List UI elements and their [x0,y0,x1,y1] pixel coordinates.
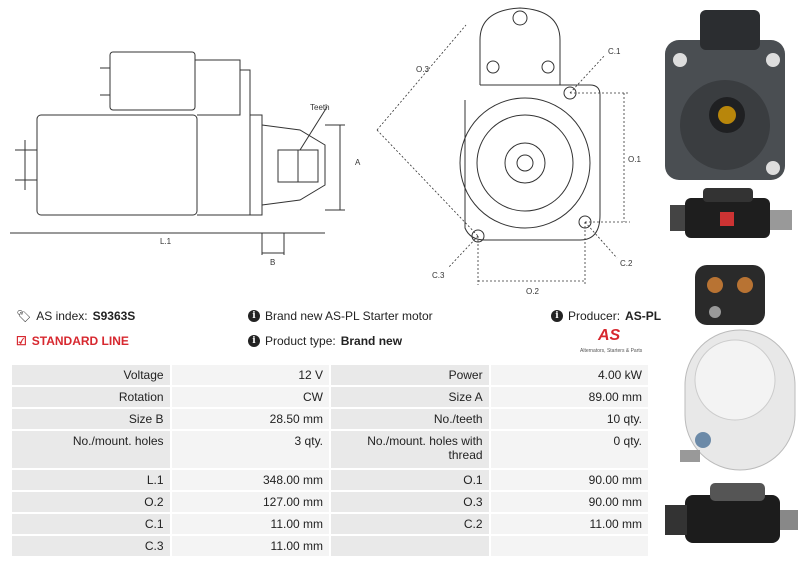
checkbox-icon: ☑ [16,334,27,348]
table-row: Rotation CW Size A 89.00 mm [12,387,648,407]
spec-label: Size B [12,409,170,429]
spec-value: 28.50 mm [171,409,330,429]
label-b: B [270,258,275,267]
info-icon: i [248,310,260,322]
label-l1: L.1 [160,237,172,246]
motor-body [36,114,198,216]
spec-label: Rotation [12,387,170,407]
info-icon: i [551,310,563,322]
spec-label: O.2 [12,492,170,512]
spec-value: 127.00 mm [171,492,330,512]
as-index-label: AS index: [36,309,88,323]
label-teeth: Teeth [310,103,330,112]
label-o2: O.2 [526,287,539,296]
label-o3: O.3 [416,65,429,74]
spec-label: C.1 [12,514,170,534]
spec-value: CW [171,387,330,407]
table-row: L.1 348.00 mm O.1 90.00 mm [12,470,648,490]
photo-front-view [665,10,785,180]
standard-line: ☑ STANDARD LINE [16,334,129,348]
spec-value: 348.00 mm [171,470,330,490]
standard-line-label: STANDARD LINE [31,334,129,348]
spec-label: No./mount. holes [12,431,170,468]
table-row: C.1 11.00 mm C.2 11.00 mm [12,514,648,534]
table-row: No./mount. holes 3 qty. No./mount. holes… [12,431,648,468]
spec-value: 90.00 mm [490,492,648,512]
spec-label: Power [331,365,489,385]
label-o1: O.1 [628,155,641,164]
spec-value: 11.00 mm [171,514,330,534]
table-row: C.3 11.00 mm [12,536,648,556]
info-icon: i [248,335,260,347]
table-row: O.2 127.00 mm O.3 90.00 mm [12,492,648,512]
as-index: 🏷 AS index: S9363S [16,309,135,323]
spec-label: Voltage [12,365,170,385]
product-type: i Product type: Brand new [248,334,402,348]
spec-value [490,536,648,556]
solenoid [109,51,196,111]
label-c3: C.3 [432,271,445,280]
product-type-value: Brand new [340,334,403,348]
spec-value: 89.00 mm [490,387,648,407]
producer-label: Producer: [568,309,621,323]
photo-rear-view [680,265,796,471]
label-c1: C.1 [608,47,621,56]
spec-label: O.1 [331,470,489,490]
spec-label: L.1 [12,470,170,490]
specs-table: Voltage 12 V Power 4.00 kW Rotation CW S… [10,363,650,558]
as-index-value: S9363S [92,309,136,323]
front-flange [459,97,591,229]
logo-mark: AS [598,327,621,344]
label-c2: C.2 [620,259,633,268]
spec-value: 0 qty. [490,431,648,468]
spec-label: No./teeth [331,409,489,429]
label-a: A [355,158,361,167]
spec-value: 3 qty. [171,431,330,468]
product-photos [665,10,798,543]
description-text: Brand new AS-PL Starter motor [265,309,433,323]
table-row: Size B 28.50 mm No./teeth 10 qty. [12,409,648,429]
spec-label [331,536,489,556]
spec-value: 11.00 mm [171,536,330,556]
technical-drawing: Teeth A B L.1 O.3 C.1 O.1 C.2 C.3 O.2 [10,7,641,296]
spec-label: C.3 [12,536,170,556]
tag-icon: 🏷 [16,309,32,323]
table-row: Voltage 12 V Power 4.00 kW [12,365,648,385]
product-info: 🏷 AS index: S9363S ☑ STANDARD LINE i Bra… [10,305,661,355]
spec-label: C.2 [331,514,489,534]
spec-label: O.3 [331,492,489,512]
spec-value: 10 qty. [490,409,648,429]
as-pl-logo: AS Alternators, Starters & Parts [580,327,650,357]
spec-value: 11.00 mm [490,514,648,534]
producer-value: AS-PL [625,309,662,323]
photo-side-bottom [665,483,798,543]
spec-label: No./mount. holes with thread [331,431,489,468]
spec-value: 4.00 kW [490,365,648,385]
producer: i Producer: AS-PL [551,309,661,323]
description: i Brand new AS-PL Starter motor [248,309,433,323]
spec-value: 90.00 mm [490,470,648,490]
spec-value: 12 V [171,365,330,385]
photo-side-small [670,188,792,238]
logo-tagline: Alternators, Starters & Parts [580,348,643,354]
spec-label: Size A [331,387,489,407]
product-type-label: Product type: [265,334,336,348]
